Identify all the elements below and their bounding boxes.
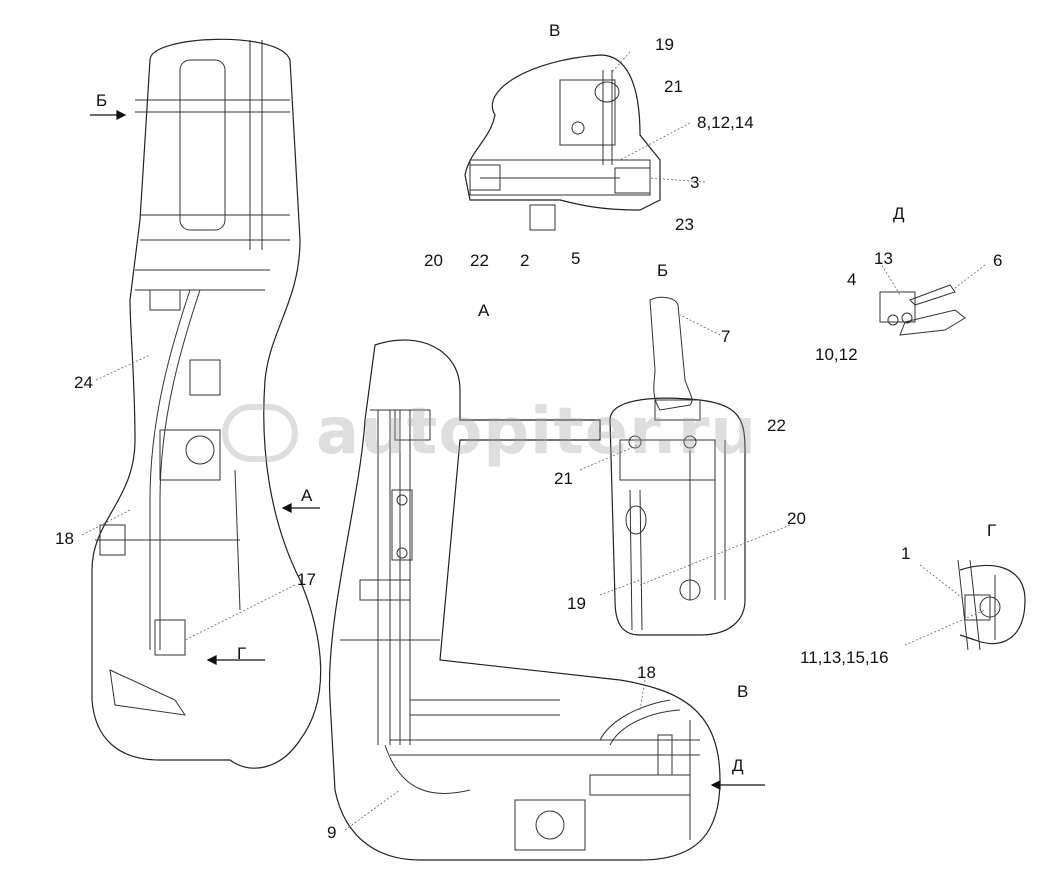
watermark-logo-icon [222, 404, 298, 462]
callout-7: 7 [721, 327, 731, 346]
view-label-v: В [549, 21, 561, 40]
main-view-outline [328, 339, 721, 861]
view-v-structure [469, 70, 651, 231]
callout-19-b: 19 [567, 594, 586, 613]
callout-21-top: 21 [664, 77, 683, 96]
view-d-detail [879, 284, 966, 336]
view-b-outline [609, 397, 746, 636]
callout-18-left: 18 [55, 529, 74, 548]
callout-11-13-15-16: 11,13,15,16 [800, 648, 889, 667]
callout-1: 1 [901, 544, 911, 563]
main-view-structure [340, 409, 700, 851]
callout-2: 2 [520, 251, 530, 270]
callout-24: 24 [74, 373, 93, 392]
callout-13-d: 13 [874, 249, 893, 268]
callout-19-top: 19 [655, 35, 674, 54]
callout-4: 4 [847, 270, 857, 289]
callout-17: 17 [297, 570, 316, 589]
arrow-label-d: Д [732, 756, 744, 775]
callout-23: 23 [675, 215, 694, 234]
view-v-outline [464, 54, 661, 211]
callout-22-top: 22 [470, 251, 489, 270]
view-b-structure [619, 296, 726, 631]
watermark: autopiter.ru [316, 395, 757, 469]
callout-6: 6 [993, 251, 1003, 270]
callout-3: 3 [690, 173, 700, 192]
arrow-label-g: Г [237, 644, 247, 663]
callout-18-main: 18 [637, 663, 656, 682]
view-label-g: Г [987, 521, 997, 540]
view-arrows [90, 110, 765, 790]
callout-10-12: 10,12 [815, 345, 858, 364]
arrow-label-a: А [301, 486, 313, 505]
callout-22-b: 22 [767, 416, 786, 435]
view-label-v-2: В [737, 682, 749, 701]
callout-20-b: 20 [787, 509, 806, 528]
view-g-outline [959, 564, 1026, 645]
callout-20-top: 20 [424, 251, 443, 270]
leader-lines [81, 51, 986, 831]
view-label-d: Д [893, 204, 905, 223]
view-g-structure [957, 559, 1001, 651]
view-label-a: А [478, 301, 490, 320]
callout-8-12-14: 8,12,14 [697, 113, 754, 132]
callout-5: 5 [571, 249, 581, 268]
callout-21-b: 21 [554, 469, 573, 488]
arrow-label-b: Б [96, 91, 108, 110]
left-view-outline [91, 38, 322, 769]
view-label-b: Б [657, 261, 669, 280]
callout-9: 9 [327, 823, 337, 842]
left-view-structure [95, 40, 290, 716]
